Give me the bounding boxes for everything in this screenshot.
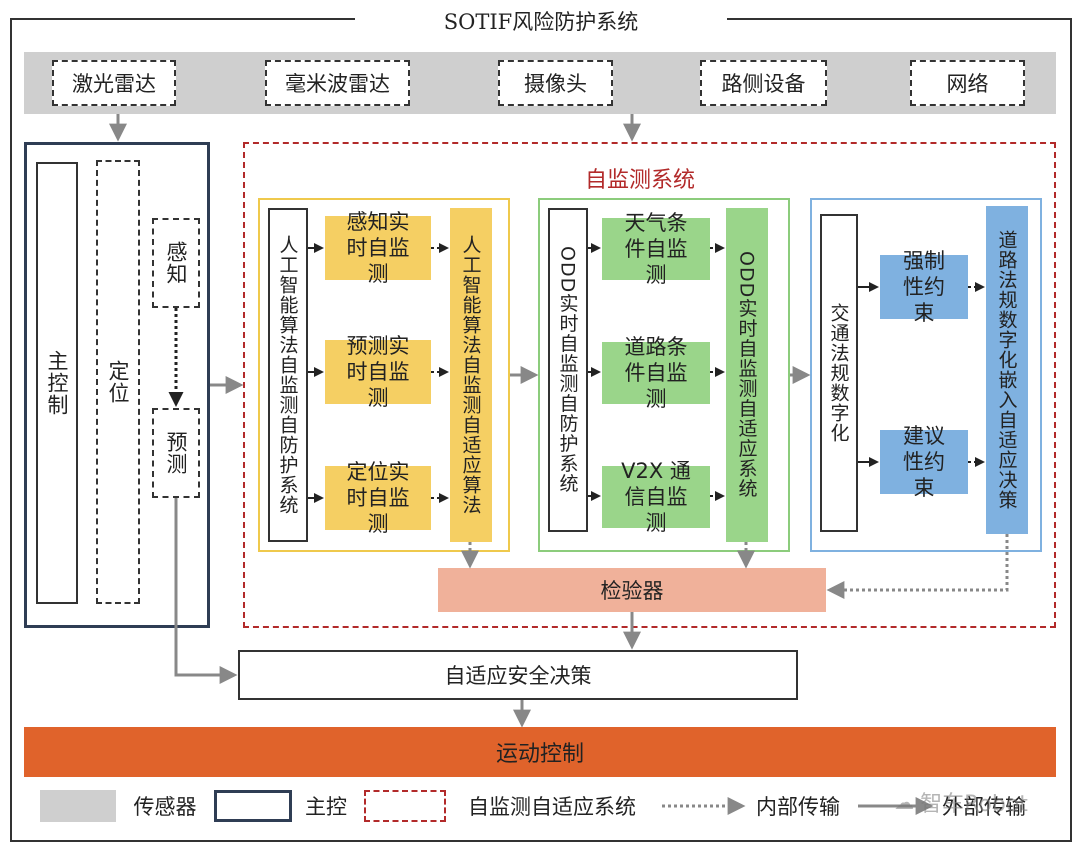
arrow-law-to-checker: [826, 534, 1009, 599]
perception-box: 感知: [152, 218, 200, 308]
ai-item-prediction: 预测实时自监测: [325, 334, 431, 410]
main-control-label: 主控制: [36, 162, 78, 604]
watermark: ☁ 智车Robot: [866, 782, 1056, 822]
legend-self-label: 自监测自适应系统: [468, 795, 636, 819]
wechat-icon: ☁: [894, 790, 915, 814]
legend-external-label: 外部传输: [942, 795, 1026, 819]
adaptive-decision-box: 自适应安全决策: [238, 650, 798, 700]
arrow-prediction-to-decision: [174, 498, 238, 684]
legend-self-swatch: [364, 790, 446, 822]
watermark-text: 智车Robot: [920, 792, 1028, 817]
self-monitor-frame: [243, 142, 1056, 628]
sensor-lidar: 激光雷达: [52, 60, 176, 106]
legend-internal-label: 内部传输: [756, 795, 840, 819]
law-group-frame: [810, 198, 1042, 552]
odd-adaptive-system: ODD实时自监测自适应系统: [726, 208, 768, 542]
odd-group-frame: [538, 198, 790, 552]
legend-sensor-label: 传感器: [133, 795, 197, 819]
sensor-roadside: 路侧设备: [700, 60, 827, 106]
legend-main-swatch: [214, 790, 292, 822]
self-monitor-title: 自监测系统: [584, 168, 695, 193]
checker-box: 检验器: [438, 568, 826, 612]
prediction-box: 预测: [152, 408, 200, 498]
legend-main-label: 主控: [305, 795, 347, 819]
law-adaptive-decision: 道路法规数字化嵌入自适应决策: [986, 206, 1028, 534]
ai-group-side-label: 人工智能算法自监测自防护系统: [268, 208, 308, 542]
ai-adaptive-algorithm: 人工智能算法自监测自适应算法: [450, 208, 492, 542]
main-control-frame: [24, 142, 210, 628]
page-title: SOTIF风险防护系统: [355, 6, 727, 36]
sensor-mmwave-radar: 毫米波雷达: [265, 60, 410, 106]
sensor-network: 网络: [910, 60, 1025, 106]
sensor-camera: 摄像头: [498, 60, 613, 106]
positioning-box: 定位: [96, 160, 140, 604]
ai-group-frame: [258, 198, 510, 552]
legend-sensor-swatch: [40, 790, 116, 822]
motion-control-bar: 运动控制: [24, 727, 1056, 777]
odd-group-side-label: ODD实时自监测自防护系统: [548, 208, 588, 532]
law-group-side-label: 交通法规数字化: [820, 214, 858, 532]
